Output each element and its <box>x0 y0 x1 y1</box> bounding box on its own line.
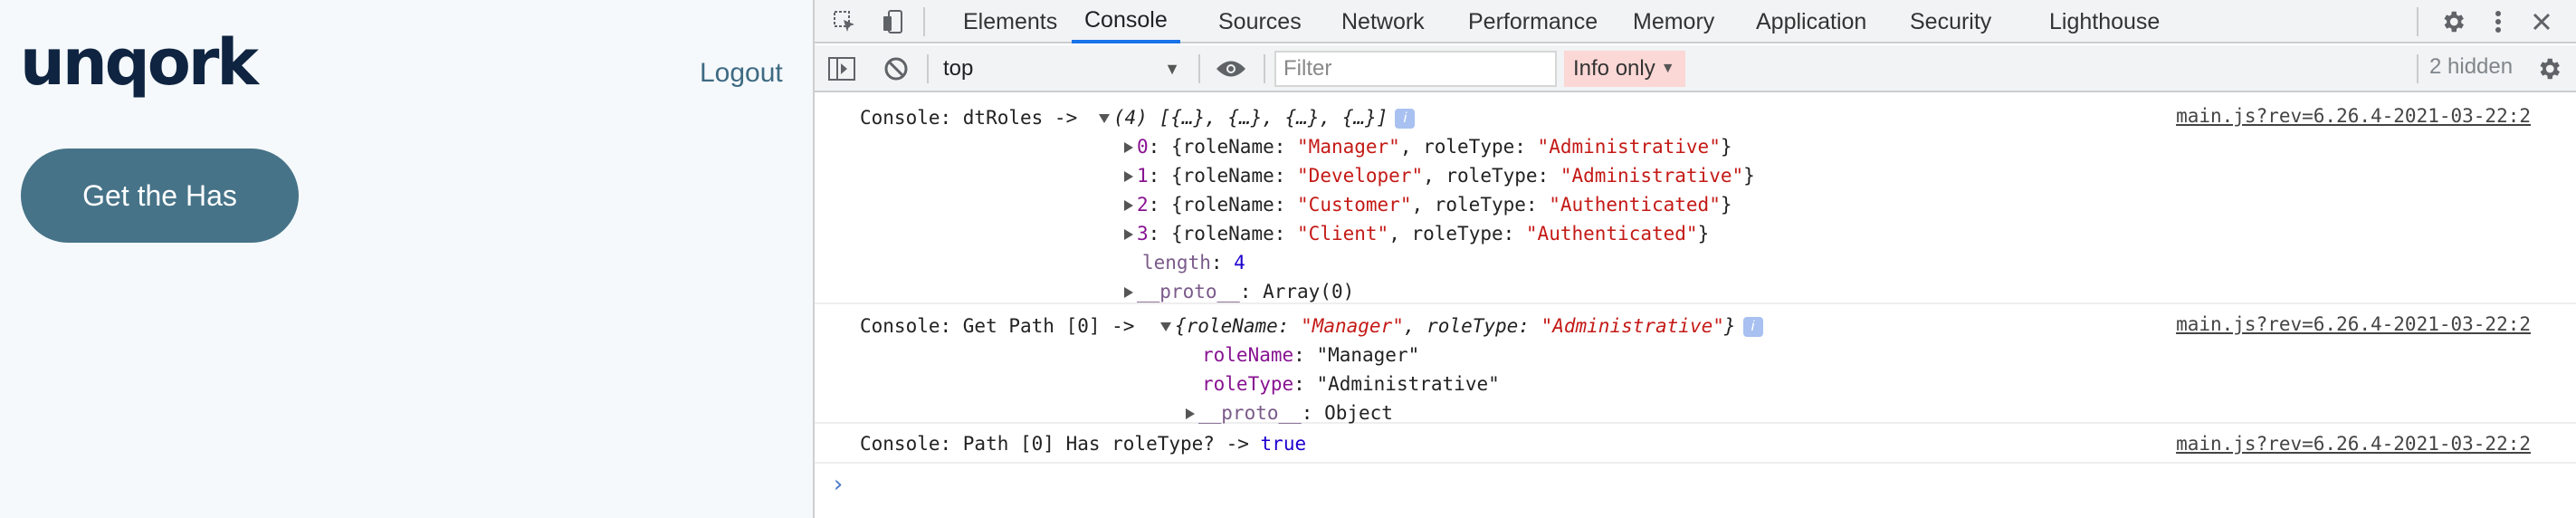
tab-separator <box>923 7 925 36</box>
tab-memory[interactable]: Memory <box>1633 8 1715 34</box>
expand-toggle-icon[interactable] <box>1124 142 1133 153</box>
console-message: Console: dtRoles -> (4) [{…}, {…}, {…}, … <box>815 94 2576 304</box>
array-length: length: 4 <box>1142 252 1245 273</box>
expand-toggle-icon[interactable] <box>1186 408 1195 419</box>
object-summary[interactable]: {roleName: "Manager", roleType: "Adminis… <box>1160 312 1763 341</box>
context-select-value: top <box>943 56 974 81</box>
info-icon: i <box>1395 109 1416 129</box>
hidden-messages-count: 2 hidden <box>2429 54 2514 79</box>
source-link[interactable]: main.js?rev=6.26.4-2021-03-22:2 <box>2176 433 2531 455</box>
tab-performance[interactable]: Performance <box>1468 8 1598 34</box>
array-item[interactable]: 3: {roleName: "Client", roleType: "Authe… <box>1124 219 1709 248</box>
message-label: Console: Get Path [0] -> <box>860 315 1135 337</box>
device-toolbar-icon[interactable] <box>880 8 907 35</box>
get-the-has-button[interactable]: Get the Has <box>21 149 299 243</box>
inspect-element-icon[interactable] <box>831 8 858 35</box>
tab-elements[interactable]: Elements <box>963 8 1058 34</box>
object-property: roleType: "Administrative" <box>1202 373 1500 395</box>
toolbar-separator <box>2417 54 2419 83</box>
console-message: Console: Get Path [0] -> {roleName: "Man… <box>815 306 2576 424</box>
array-proto[interactable]: __proto__: Array(0) <box>1124 277 1354 306</box>
expand-toggle-icon[interactable] <box>1099 114 1110 123</box>
tab-security[interactable]: Security <box>1910 8 1992 34</box>
log-levels-dropdown[interactable]: Info only ▼ <box>1564 51 1685 87</box>
console-prompt[interactable]: › <box>831 471 845 498</box>
chevron-down-icon: ▼ <box>1660 61 1675 76</box>
devtools-tabbar: Elements Console Sources Network Perform… <box>815 0 2576 43</box>
console-settings-icon[interactable] <box>2534 54 2563 83</box>
expand-toggle-icon[interactable] <box>1124 200 1133 211</box>
gear-icon[interactable] <box>2438 7 2467 36</box>
array-summary-text: (4) [{…}, {…}, {…}, {…}] <box>1113 107 1388 129</box>
tab-separator <box>2417 7 2419 36</box>
console-message: Console: Path [0] Has roleType? -> true … <box>815 426 2576 464</box>
tab-application[interactable]: Application <box>1756 8 1867 34</box>
eye-icon[interactable] <box>1213 54 1249 83</box>
message-text: Console: Path [0] Has roleType? -> true <box>860 433 1307 455</box>
close-icon[interactable] <box>2527 7 2556 36</box>
unqork-logo: unqork <box>20 25 259 100</box>
array-item[interactable]: 1: {roleName: "Developer", roleType: "Ad… <box>1124 161 1755 190</box>
array-summary[interactable]: (4) [{…}, {…}, {…}, {…}] i <box>1099 103 1416 132</box>
toolbar-separator <box>927 54 929 83</box>
message-label: Console: dtRoles -> <box>860 107 1078 129</box>
tab-network[interactable]: Network <box>1341 8 1425 34</box>
devtools-panel: Elements Console Sources Network Perform… <box>813 0 2576 518</box>
tab-console[interactable]: Console <box>1072 0 1180 43</box>
show-sidebar-icon[interactable] <box>827 54 856 83</box>
tab-sources[interactable]: Sources <box>1218 8 1302 34</box>
context-select[interactable]: top ▼ <box>938 51 1188 87</box>
array-item[interactable]: 2: {roleName: "Customer", roleType: "Aut… <box>1124 190 1732 219</box>
toolbar-separator <box>1264 54 1265 83</box>
log-levels-value: Info only <box>1573 56 1655 81</box>
app-pane: unqork Logout Get the Has <box>0 0 813 518</box>
expand-toggle-icon[interactable] <box>1124 171 1133 182</box>
object-property: roleName: "Manager" <box>1202 344 1420 366</box>
chevron-down-icon: ▼ <box>1164 60 1180 78</box>
source-link[interactable]: main.js?rev=6.26.4-2021-03-22:2 <box>2176 105 2531 127</box>
expand-toggle-icon[interactable] <box>1160 322 1171 331</box>
expand-toggle-icon[interactable] <box>1124 287 1133 298</box>
expand-toggle-icon[interactable] <box>1124 229 1133 240</box>
source-link[interactable]: main.js?rev=6.26.4-2021-03-22:2 <box>2176 313 2531 335</box>
clear-console-icon[interactable] <box>882 54 911 83</box>
info-icon: i <box>1742 317 1763 337</box>
console-toolbar: top ▼ Info only ▼ 2 hidden <box>815 45 2576 92</box>
toolbar-separator <box>1198 54 1200 83</box>
filter-input[interactable] <box>1274 51 1557 87</box>
object-proto[interactable]: __proto__: Object <box>1186 398 1393 427</box>
array-item[interactable]: 0: {roleName: "Manager", roleType: "Admi… <box>1124 132 1732 161</box>
more-options-icon[interactable] <box>2489 7 2507 36</box>
tab-lighthouse[interactable]: Lighthouse <box>2049 8 2161 34</box>
logout-link[interactable]: Logout <box>700 58 783 88</box>
